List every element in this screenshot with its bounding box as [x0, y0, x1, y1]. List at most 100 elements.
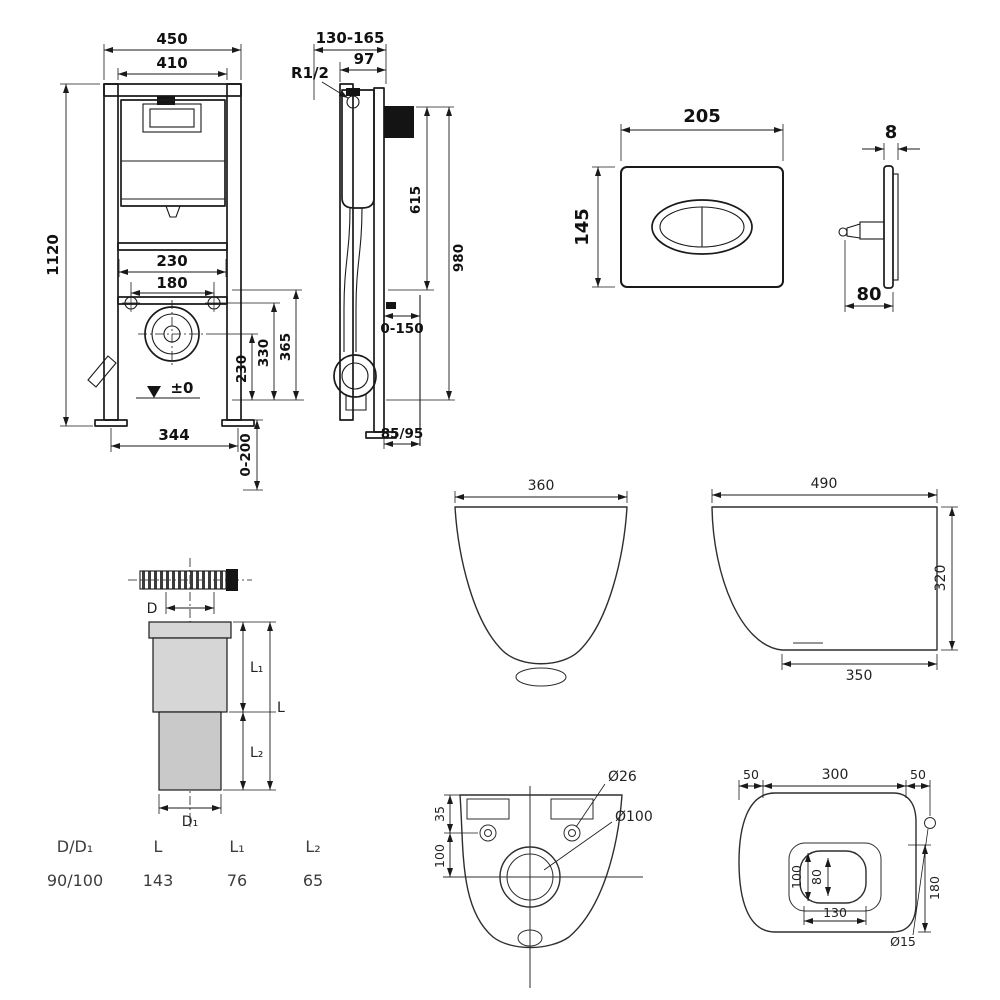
dim-bowl-depth: 490 [811, 476, 838, 492]
table-value-dd1: 90/100 [47, 871, 103, 890]
frame-side-view: 130-165 97 R1/2 615 980 0-150 [291, 29, 467, 449]
frame-structure [87, 83, 255, 427]
bowl-outlet [515, 667, 567, 687]
table-header-l: L [154, 837, 163, 856]
dim-span-230: 230 [156, 252, 187, 270]
dim-plate-height: 145 [572, 208, 593, 246]
dim-0-200: 0-200 [238, 419, 263, 491]
dim-plan-300: 300 [822, 767, 849, 783]
dim-410: 410 [117, 54, 228, 80]
dim-350: 350 [781, 654, 938, 684]
dim-frame-height: 1120 [44, 234, 62, 276]
bowl-side-outline [711, 506, 938, 651]
bowl-front-outline [454, 506, 628, 665]
dim-145: 145 [572, 166, 615, 288]
dim-front-adjust: 0-150 [380, 321, 423, 337]
drain-cutout [799, 850, 867, 904]
leader-dia15: Ø15 [890, 828, 929, 949]
bowl-plan-outline [738, 792, 917, 933]
dim-d: D [147, 592, 215, 617]
dim-height-330: 330 [256, 339, 272, 367]
dim-height-230: 230 [234, 355, 250, 383]
frame-front-view: ±0 450 410 1120 230 [44, 30, 304, 491]
dim-inner-100: 100 [789, 865, 804, 889]
bowl-side-view: 490 320 350 [711, 476, 958, 684]
label-pipe-d1: D₁ [182, 814, 198, 830]
table-header-l1: L₁ [229, 837, 244, 856]
flush-button [651, 199, 753, 255]
drain-elbow [333, 354, 377, 398]
dim-450: 450 [103, 30, 242, 80]
dim-side-180: 180 [927, 876, 942, 900]
dim-bowl-width: 360 [528, 478, 555, 494]
dim-height-980: 980 [451, 244, 467, 272]
leader-dia26: Ø26 [575, 769, 637, 828]
dim-foot-span: 344 [158, 426, 189, 444]
bowl-top-outline [459, 794, 623, 949]
dim-foot-depth: 85/95 [381, 426, 424, 442]
dims-plan-inner: 100 80 130 [789, 853, 867, 925]
dim-hole-offset: 35 [432, 806, 447, 822]
dim-foot-adjust: 0-200 [238, 433, 254, 476]
table-header-l2: L₂ [305, 837, 320, 856]
label-pipe-l: L [277, 700, 285, 716]
dim-l-group: L₁ L₂ L [223, 621, 285, 791]
dim-height-615: 615 [408, 186, 424, 214]
side-structure [333, 83, 421, 446]
dim-980: 980 [386, 107, 467, 401]
dim-490: 490 [711, 476, 938, 503]
table-value-l: 143 [143, 871, 174, 890]
dim-130-165: 130-165 [313, 29, 387, 100]
seat-hole-left [479, 824, 497, 842]
leader-dia100: Ø100 [543, 809, 653, 871]
table-header-dd1: D/D₁ [57, 837, 93, 856]
plate-front [620, 166, 784, 288]
dim-8: 8 [862, 122, 920, 160]
floor-ref-label: ±0 [170, 379, 193, 397]
dim-180-span: 180 [130, 274, 215, 296]
label-fixing-dia: Ø15 [890, 934, 916, 949]
dim-span-180: 180 [156, 274, 187, 292]
plate-side [838, 165, 899, 289]
dim-plan-180: 180 [908, 844, 942, 933]
cistern-body [120, 99, 226, 207]
label-pipe-l2: L₂ [250, 745, 263, 761]
label-pipe-l1: L₁ [250, 660, 263, 676]
floor-level-icon [147, 386, 161, 398]
dim-97: 97 [339, 50, 386, 82]
thread-label: R1/2 [291, 64, 329, 82]
dim-1120: 1120 [44, 83, 100, 427]
flush-plate-view: 205 145 8 80 [572, 106, 920, 312]
dims-plan-top: 50 300 50 [738, 767, 931, 816]
dim-bowl-height: 320 [933, 565, 949, 592]
dim-depth-97: 97 [354, 50, 375, 68]
water-inlet [346, 95, 360, 109]
dim-drain-offset: 100 [432, 844, 447, 868]
dim-plan-right-50: 50 [910, 767, 926, 782]
dim-frame-width-inner: 410 [156, 54, 187, 72]
support-strut [87, 355, 117, 388]
mounting-area [788, 842, 882, 912]
dims-top-left: 35 100 [432, 794, 478, 877]
label-seat-hole-dia: Ø26 [608, 769, 637, 785]
bowl-front-view: 360 [454, 478, 628, 687]
fixing-hole [924, 817, 936, 829]
dim-344: 344 [110, 426, 239, 452]
dim-inner-130: 130 [823, 905, 847, 920]
seat-hole-right [563, 824, 581, 842]
flush-plate-body [620, 166, 784, 288]
pipe-rod [139, 569, 238, 591]
dim-bowl-base: 350 [846, 668, 873, 684]
table-value-l1: 76 [227, 871, 247, 890]
dim-height-365: 365 [278, 333, 294, 361]
table-value-l2: 65 [303, 871, 323, 890]
dim-plate-width: 205 [683, 106, 721, 127]
dim-frame-width-outer: 450 [156, 30, 187, 48]
dim-205: 205 [620, 106, 784, 161]
dim-320: 320 [933, 506, 958, 651]
label-pipe-d: D [147, 601, 158, 617]
dim-230-span: 230 [118, 252, 227, 277]
dim-plate-depth: 80 [856, 284, 881, 305]
dim-85-95: 85/95 [381, 426, 424, 449]
